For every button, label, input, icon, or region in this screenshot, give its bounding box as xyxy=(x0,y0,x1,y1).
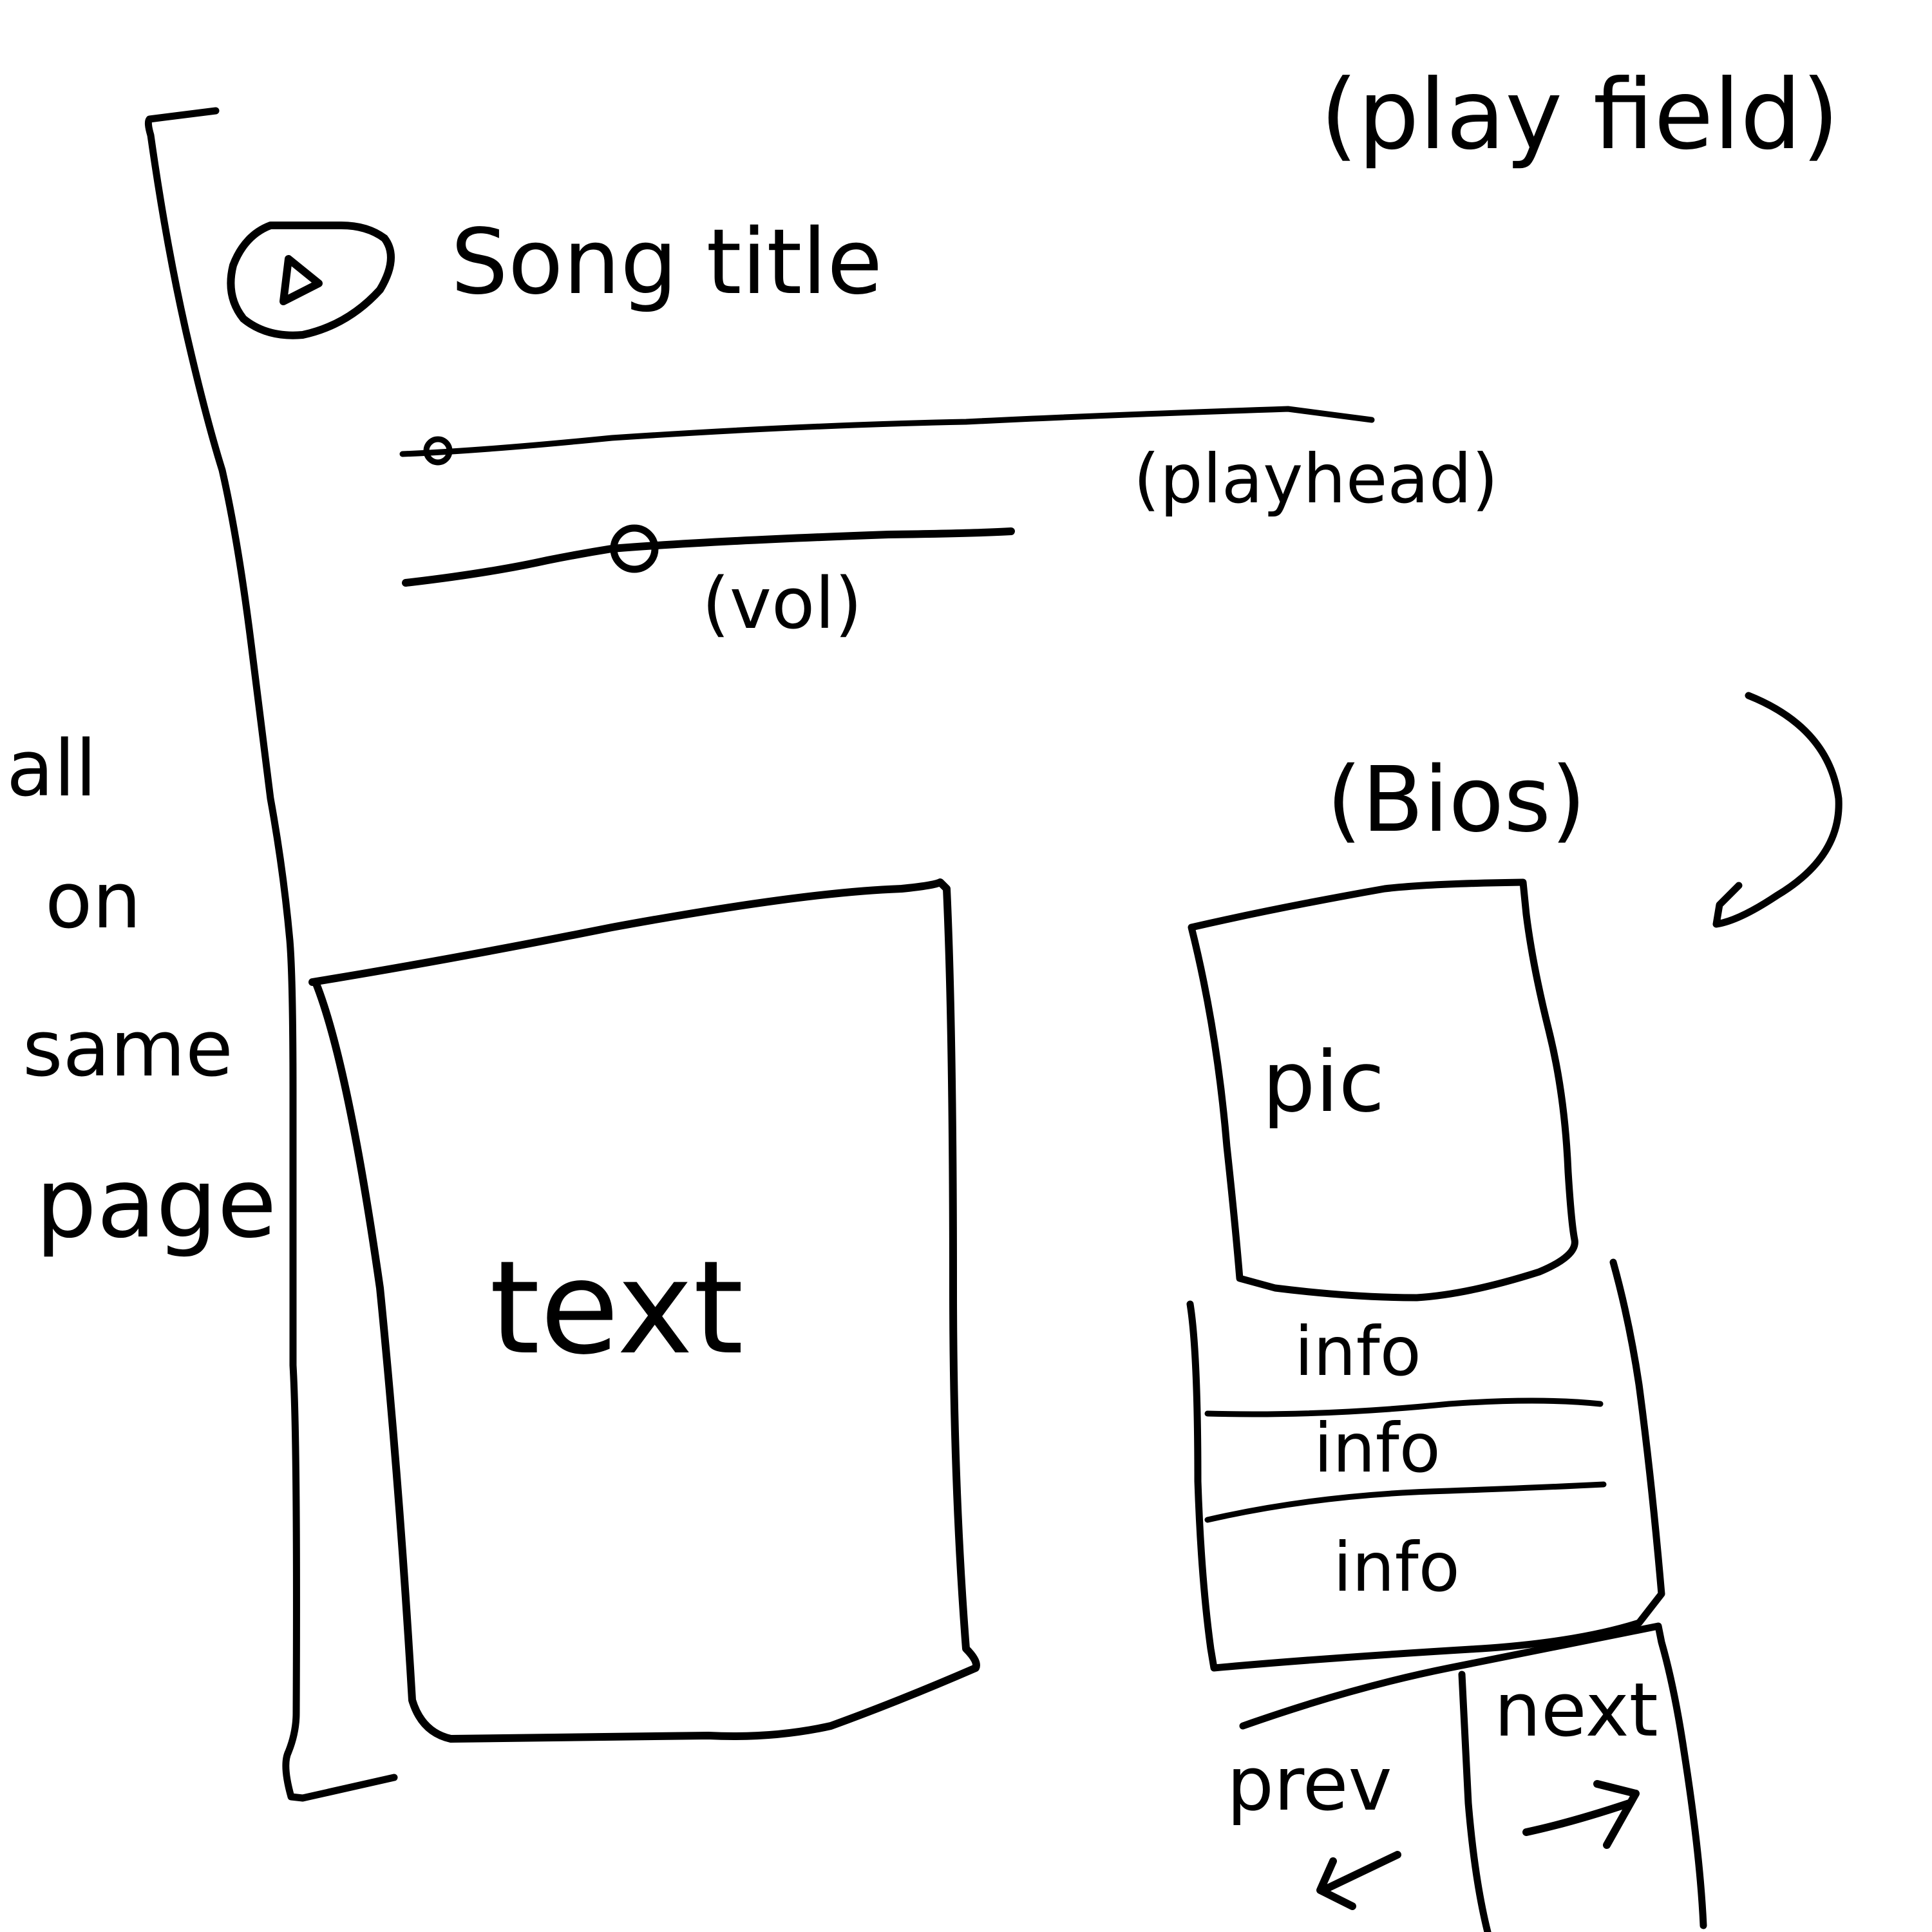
text-box-label: text xyxy=(489,1233,744,1383)
next-label: next xyxy=(1494,1667,1658,1754)
next-button[interactable]: next xyxy=(1494,1667,1658,1849)
note-all: all xyxy=(6,724,97,814)
arrow-left-icon xyxy=(1316,1851,1401,1910)
bio-pic-label: pic xyxy=(1262,1033,1385,1131)
page-bracket xyxy=(144,107,398,1802)
bio-info-box xyxy=(1186,1258,1665,1672)
note-bios: (Bios) xyxy=(1327,748,1586,853)
note-page: page xyxy=(35,1148,277,1260)
note-same: same xyxy=(23,1005,233,1094)
text-box xyxy=(308,878,980,1743)
song-title: Song title xyxy=(451,210,882,315)
volume-slider[interactable] xyxy=(402,524,1015,587)
prev-label: prev xyxy=(1227,1741,1392,1828)
prev-next-divider xyxy=(1458,1671,1492,1932)
volume-knob[interactable] xyxy=(610,524,659,573)
note-playhead: (playhead) xyxy=(1133,440,1498,518)
bio-info-divider xyxy=(1204,1397,1604,1417)
bio-info-row: info xyxy=(1294,1312,1421,1391)
arrow-right-icon xyxy=(1522,1780,1640,1849)
bio-pic-box xyxy=(1188,878,1578,1302)
prev-button[interactable]: prev xyxy=(1227,1741,1401,1910)
bios-curved-arrow xyxy=(1712,692,1842,928)
note-on: on xyxy=(45,857,141,946)
note-vol: (vol) xyxy=(702,562,862,645)
bio-info-divider xyxy=(1204,1481,1607,1523)
note-play-field: (play field) xyxy=(1320,59,1839,171)
bio-info-row: info xyxy=(1314,1409,1441,1488)
bio-info-row: info xyxy=(1333,1528,1460,1607)
playhead-slider[interactable] xyxy=(399,406,1375,466)
play-icon[interactable] xyxy=(227,222,395,339)
playhead-knob[interactable] xyxy=(423,436,453,466)
prev-next-box xyxy=(1239,1622,1707,1932)
